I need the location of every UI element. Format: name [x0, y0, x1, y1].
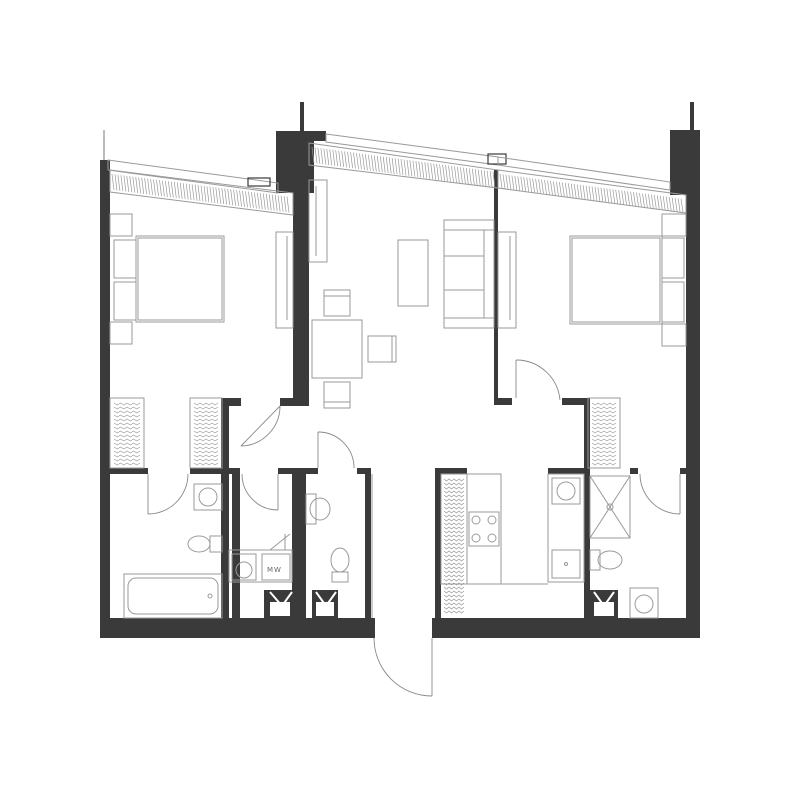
microwave: [261, 553, 291, 581]
corridor-lines: [371, 474, 548, 618]
nightstand: [109, 321, 133, 345]
microwave-label: MW: [267, 566, 282, 574]
pillow: [661, 237, 685, 279]
washbasin: [551, 477, 581, 505]
cooktop: [468, 511, 500, 547]
shaft-marks: [269, 591, 615, 616]
sofa: [443, 219, 495, 329]
closet: [189, 397, 223, 469]
dining-table: [311, 319, 363, 379]
coffee-table: [397, 239, 429, 307]
wardrobe: [275, 231, 294, 329]
window-hatching: [111, 146, 684, 213]
counter: [547, 473, 585, 583]
pillow: [113, 239, 137, 279]
shower: [589, 475, 631, 539]
right-bedroom: [569, 213, 687, 469]
sink: [231, 553, 257, 581]
left-bedroom: [109, 213, 294, 469]
closet: [109, 397, 145, 469]
bed: [135, 235, 225, 323]
toilet: [589, 549, 601, 571]
toilet: [209, 535, 223, 553]
washbasin: [305, 493, 317, 525]
bathtub: [123, 573, 223, 619]
washbasin: [193, 483, 223, 511]
window-strips: [103, 130, 687, 216]
closet: [587, 397, 621, 469]
nightstand: [661, 323, 687, 347]
tv-cabinet: [308, 179, 328, 263]
door-swings: [147, 359, 681, 697]
chair: [323, 289, 351, 317]
pillow: [661, 281, 685, 323]
structural-walls: [100, 102, 700, 638]
right-bathroom: [547, 473, 659, 619]
living-room: [308, 179, 517, 409]
chair: [367, 335, 397, 363]
toilet: [331, 571, 349, 583]
washbasin: [629, 587, 659, 619]
left-bathroom: [123, 483, 223, 619]
utility-room: MW: [228, 533, 293, 583]
nightstand: [661, 213, 687, 237]
chair: [323, 381, 351, 409]
pillow: [113, 281, 137, 321]
kitchen-hatching: [443, 478, 465, 614]
nightstand: [109, 213, 133, 237]
counter: [228, 549, 293, 583]
washing-machine: [551, 549, 581, 579]
closet-hatching: [113, 402, 617, 466]
bed: [569, 235, 663, 325]
central-wc: [305, 493, 350, 583]
